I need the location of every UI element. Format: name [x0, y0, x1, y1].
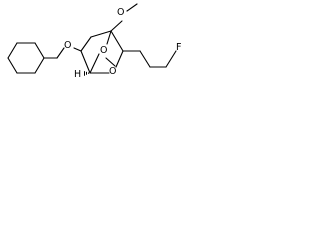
fluorine-label: F — [176, 42, 181, 53]
cyclohexane-ring — [7, 42, 45, 74]
core-bond — [105, 57, 116, 67]
bridge-oxygen-a-label: O — [100, 45, 107, 56]
bicyclic-core — [80, 30, 124, 74]
core-bond — [110, 30, 124, 52]
core-bond — [89, 53, 100, 74]
core-bond — [80, 36, 92, 52]
ether-oxygen-label: O — [64, 40, 71, 51]
chain-bond-2 — [139, 50, 151, 68]
methoxy-methyl-bond — [126, 3, 138, 12]
core-bond — [90, 30, 112, 38]
structure-drawing: O O O H O F — [7, 3, 181, 80]
core-bond — [115, 50, 124, 68]
hashed-wedge-bond — [84, 71, 90, 76]
ring-bond — [34, 57, 45, 74]
methoxy-oxygen-label: O — [117, 7, 124, 18]
chain-bond-4 — [165, 50, 177, 68]
ring-bond — [7, 57, 18, 74]
ring-bond — [7, 42, 18, 59]
ring-bond — [34, 42, 45, 59]
oxygen-to-ring-bond — [73, 47, 82, 52]
core-bond — [80, 50, 91, 74]
bridge-oxygen-b-label: O — [109, 66, 116, 77]
ch2-to-oxygen-bond — [56, 47, 65, 59]
hydrogen-label: H — [74, 69, 81, 80]
core-bond — [106, 30, 112, 45]
ring-to-methoxy-bond — [110, 20, 123, 32]
